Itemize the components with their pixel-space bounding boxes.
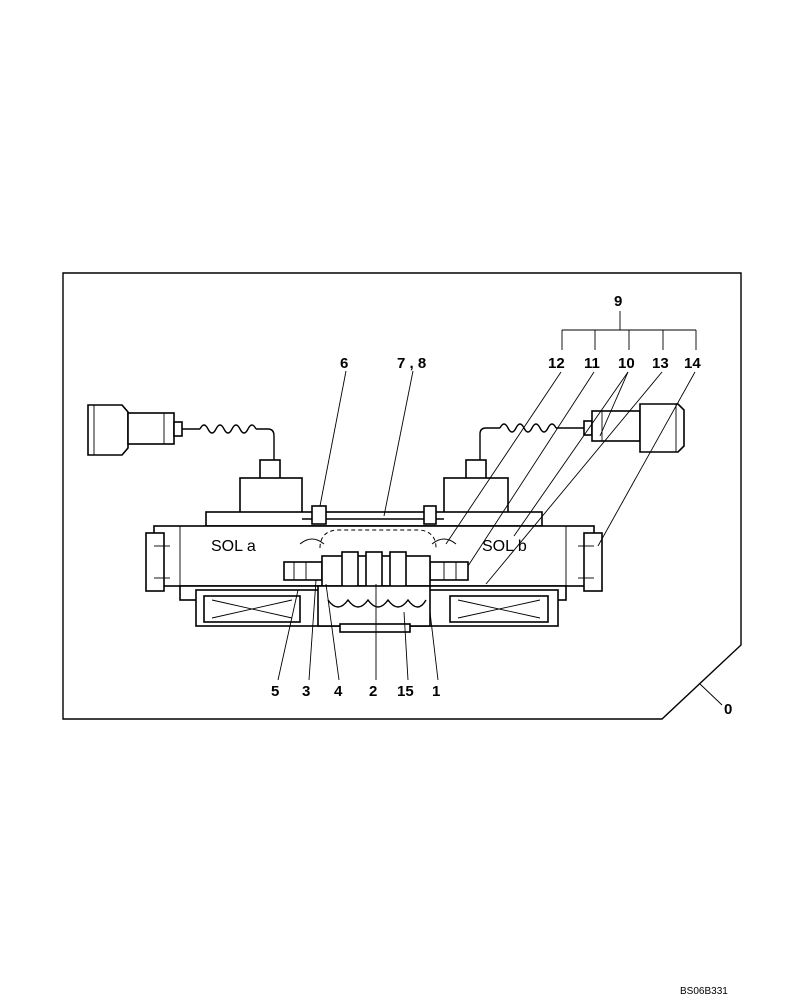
drawing-code: BS06B331 [680, 986, 728, 997]
solenoid-a-head [239, 459, 303, 515]
spool-assembly [283, 538, 469, 591]
callout-4: 4 [334, 683, 343, 700]
leader-lines [277, 311, 697, 681]
callout-13: 13 [652, 355, 669, 372]
callout-6: 6 [340, 355, 348, 372]
callout-14: 14 [684, 355, 701, 372]
callout-9: 9 [614, 293, 622, 310]
solenoid-a-label: SOL a [211, 538, 256, 555]
internal-passage-outline [319, 529, 437, 549]
callout-11: 11 [584, 355, 600, 372]
diagram-frame [62, 272, 742, 720]
frame-leader-0 [699, 683, 723, 706]
callout-0: 0 [724, 701, 732, 718]
solenoid-b-head [443, 459, 509, 515]
top-plate [205, 505, 543, 527]
coil-a [203, 595, 301, 623]
left-connector [87, 404, 275, 460]
solenoid-b-label: SOL b [482, 538, 527, 555]
callout-10: 10 [618, 355, 635, 372]
callout-1: 1 [432, 683, 440, 700]
callout-3: 3 [302, 683, 310, 700]
callout-15: 15 [397, 683, 414, 700]
callout-5: 5 [271, 683, 279, 700]
coil-b [449, 595, 549, 623]
callout-2: 2 [369, 683, 377, 700]
right-connector [479, 403, 685, 460]
callout-7-8: 7 , 8 [397, 355, 426, 372]
callout-12: 12 [548, 355, 565, 372]
